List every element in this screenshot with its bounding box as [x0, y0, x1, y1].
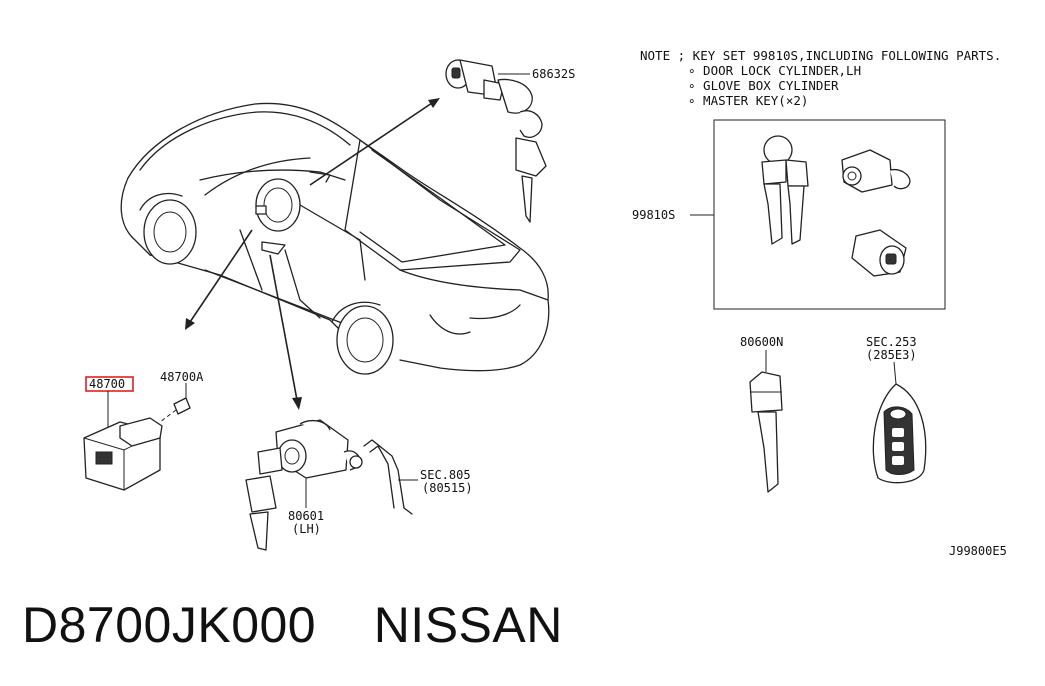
- immobilizer-module-part: 48700 48700A: [83, 370, 204, 491]
- label-80601: 80601: [288, 509, 324, 523]
- note-block: NOTE ; KEY SET 99810S,INCLUDING FOLLOWIN…: [640, 48, 1001, 108]
- key-set-box: 99810S: [632, 119, 946, 310]
- door-lock-cylinder-part: 80601 (LH) SEC.805 (80515): [245, 419, 473, 551]
- label-48700: 48700: [89, 377, 125, 391]
- parts-diagram: 68632S NOTE ; KEY SET 99810S,INCLUDING F…: [83, 48, 1007, 558]
- highlight-box: [85, 376, 134, 392]
- pointer-arrows: [185, 98, 440, 410]
- label-48700a: 48700A: [160, 370, 204, 384]
- blank-key-part: 80600N: [740, 335, 783, 493]
- note-item-master-key: ∘ MASTER KEY(×2): [688, 93, 808, 108]
- note-title: NOTE ; KEY SET 99810S,INCLUDING FOLLOWIN…: [640, 48, 1001, 63]
- label-80600n: 80600N: [740, 335, 783, 349]
- label-sec253-ref: (285E3): [866, 348, 917, 362]
- label-sec805: SEC.805: [420, 468, 471, 482]
- diagram-code: J99800E5: [949, 544, 1007, 558]
- label-sec253: SEC.253: [866, 335, 917, 349]
- note-item-door-lock: ∘ DOOR LOCK CYLINDER,LH: [688, 63, 861, 78]
- caption-part-number: D8700JK000: [22, 597, 317, 653]
- label-80601-lh: (LH): [292, 522, 321, 536]
- caption-brand: NISSAN: [373, 597, 563, 653]
- smart-key-fob-part: SEC.253 (285E3): [866, 335, 927, 484]
- label-sec805-ref: (80515): [422, 481, 473, 495]
- glove-box-cylinder-part: 68632S: [445, 59, 575, 223]
- caption: D8700JK000 NISSAN: [22, 596, 563, 660]
- label-68632s: 68632S: [532, 67, 575, 81]
- label-99810s: 99810S: [632, 208, 675, 222]
- note-item-glove-box: ∘ GLOVE BOX CYLINDER: [688, 78, 839, 93]
- car-illustration: [120, 102, 550, 375]
